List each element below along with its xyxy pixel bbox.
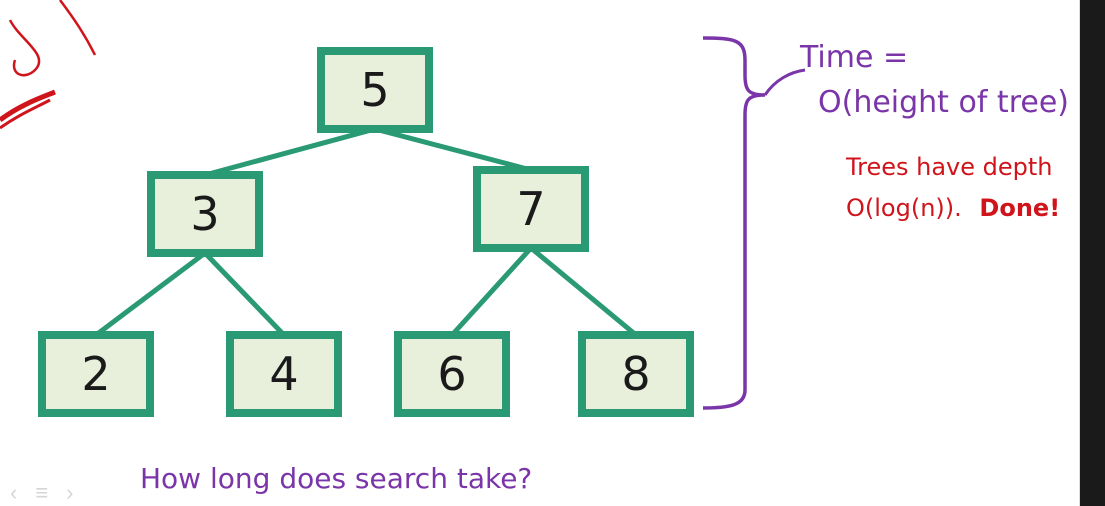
- tree-node-6: 6: [394, 331, 510, 417]
- tree-edge-n7-n6: [450, 246, 533, 337]
- tree-node-3: 3: [147, 171, 263, 257]
- tree-edge-n3-n4: [203, 251, 286, 337]
- node-value: 4: [269, 347, 299, 401]
- frame-edge: [1080, 0, 1105, 506]
- done-label: Done!: [979, 194, 1061, 222]
- player-controls[interactable]: ‹ ≡ ›: [0, 480, 74, 506]
- node-value: 6: [437, 347, 467, 401]
- depth-label-line2: O(log(n)). Done!: [846, 194, 1060, 222]
- tree-edge-n3-n2: [94, 251, 207, 337]
- scribble-icon: [0, 0, 97, 130]
- tree-edge-n7-n8: [529, 246, 638, 337]
- complexity-label: O(height of tree): [818, 85, 1069, 120]
- node-value: 7: [516, 182, 546, 236]
- frame-divider: [1079, 0, 1080, 506]
- prev-icon[interactable]: ‹: [10, 480, 18, 505]
- tree-node-5: 5: [317, 47, 433, 133]
- node-value: 2: [81, 347, 111, 401]
- depth-label-line1: Trees have depth: [846, 153, 1053, 181]
- node-value: 3: [190, 187, 220, 241]
- tree-edge-n5-n7: [374, 126, 532, 173]
- node-value: 5: [360, 63, 390, 117]
- tree-node-4: 4: [226, 331, 342, 417]
- time-label: Time =: [800, 40, 909, 75]
- question-label: How long does search take?: [140, 462, 533, 495]
- next-icon[interactable]: ›: [66, 480, 74, 505]
- depth-value: O(log(n)).: [846, 194, 962, 222]
- tree-node-8: 8: [578, 331, 694, 417]
- tree-node-2: 2: [38, 331, 154, 417]
- tree-edge-n5-n3: [204, 126, 376, 178]
- tree-node-7: 7: [473, 166, 589, 252]
- node-value: 8: [621, 347, 651, 401]
- menu-icon[interactable]: ≡: [35, 480, 49, 505]
